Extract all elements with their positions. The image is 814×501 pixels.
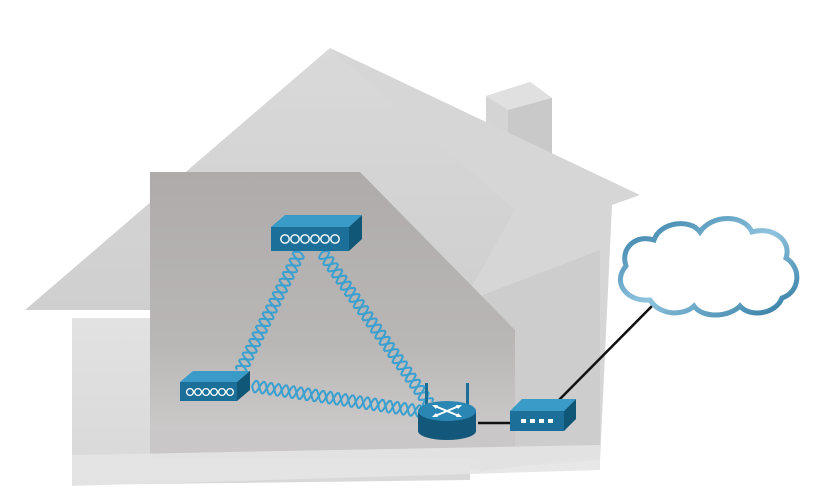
wireless-link-extender-top-to-wireless-router-a xyxy=(317,251,430,407)
wireless-links xyxy=(234,250,435,418)
modem[interactable] xyxy=(510,399,576,431)
antenna-icon xyxy=(425,383,469,405)
wired-links xyxy=(478,303,655,425)
router-icon xyxy=(432,405,462,417)
house-foundation xyxy=(72,445,600,486)
modem-icon xyxy=(521,419,553,423)
wireless-link-extender-top-to-extender-left-b xyxy=(234,251,305,371)
extender-top[interactable] xyxy=(271,215,362,251)
internet xyxy=(618,216,800,318)
wireless-router[interactable] xyxy=(418,383,476,440)
cloud-icon xyxy=(618,216,800,318)
extender-icon xyxy=(280,234,340,244)
wireless-link-extender-top-to-wireless-router-b xyxy=(321,250,435,403)
wireless-link-extender-left-to-wireless-router-b xyxy=(251,379,425,417)
extender-left[interactable] xyxy=(180,371,250,401)
wireless-link-extender-left-to-wireless-router-a xyxy=(251,380,426,418)
cable-modem-internet xyxy=(555,303,655,404)
extender-icon xyxy=(185,387,235,397)
